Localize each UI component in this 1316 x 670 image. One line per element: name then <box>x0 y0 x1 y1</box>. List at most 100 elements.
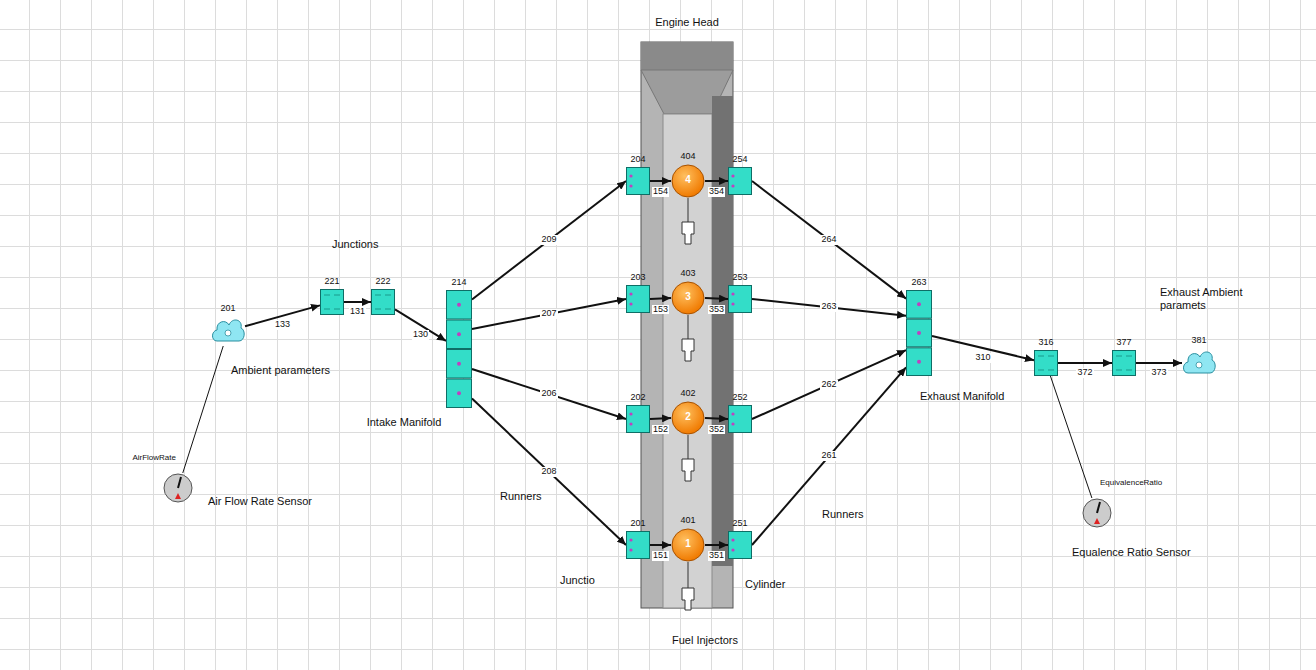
part-label: Junctio <box>560 574 595 587</box>
junction-box: 316 <box>1034 350 1058 376</box>
exhaust-port: 252 <box>728 405 752 433</box>
exhaust-port: 254 <box>728 167 752 195</box>
cylinder: 4011 <box>671 528 705 562</box>
pipe-connector <box>650 180 671 182</box>
manifold-icon <box>446 290 472 408</box>
junction-box: 222 <box>371 289 395 315</box>
node-label: 4 <box>685 174 691 186</box>
junction-icon <box>320 289 344 315</box>
callout-number: EquivalenceRatio <box>1100 478 1162 487</box>
callout-number: 207 <box>540 309 557 319</box>
sensor-gauge <box>163 473 193 503</box>
pipe-connector <box>472 369 626 419</box>
callout-number: 403 <box>680 268 695 278</box>
pipe-connector <box>650 544 671 546</box>
port-icon <box>626 405 650 433</box>
port-icon <box>728 405 752 433</box>
callout-number: 263 <box>911 277 926 287</box>
pipe-connector <box>705 180 728 182</box>
callout-number: 201 <box>630 518 645 528</box>
pipe-connector <box>650 418 671 419</box>
callout-number: 203 <box>630 272 645 282</box>
callout-number: 264 <box>820 235 837 245</box>
intake-port: 201 <box>626 531 650 559</box>
sensor-node: EquivalenceRatioEqualence Ratio Sensor <box>1082 498 1112 528</box>
part-label: Runners <box>500 490 542 503</box>
pipe-connector <box>705 544 728 546</box>
signal-line <box>183 346 223 473</box>
engine-head-body <box>641 42 733 608</box>
node-label: Engine Head <box>655 16 719 29</box>
callout-number: 222 <box>375 276 390 286</box>
callout-number: 381 <box>1191 335 1206 345</box>
port-icon <box>626 531 650 559</box>
pipe-connector <box>1058 362 1112 364</box>
pipe-connector <box>752 181 906 299</box>
junction-box: 221 <box>320 289 344 315</box>
pipe-connector <box>395 309 446 341</box>
callout-number: 206 <box>540 389 557 399</box>
ambient-node: 201Ambient parameters <box>211 316 245 346</box>
pipe-connector <box>650 298 671 299</box>
callout-number: 373 <box>1150 368 1167 378</box>
callout-number: 310 <box>974 353 991 363</box>
port-icon <box>728 285 752 313</box>
part-label: Runners <box>822 508 864 521</box>
exhaust-port: 253 <box>728 285 752 313</box>
part-label: Cylinder <box>745 578 785 591</box>
callout-number: 372 <box>1076 368 1093 378</box>
junction-icon <box>1034 350 1058 376</box>
callout-number: 401 <box>680 515 695 525</box>
callout-number: 251 <box>732 518 747 528</box>
pipe-connector <box>472 181 626 299</box>
callout-number: 151 <box>652 551 669 561</box>
callout-number: 261 <box>820 451 837 461</box>
callout-number: 404 <box>680 151 695 161</box>
cylinder: 4033 <box>671 281 705 315</box>
pipe-connector <box>1136 362 1182 364</box>
callout-number: 402 <box>680 388 695 398</box>
port-icon <box>626 167 650 195</box>
junction-box: 377 <box>1112 350 1136 376</box>
callout-number: 130 <box>412 330 429 340</box>
pipe-connector <box>705 298 728 299</box>
node-label: Ambient parameters <box>231 364 330 377</box>
callout-number: 153 <box>652 305 669 315</box>
callout-number: 221 <box>324 276 339 286</box>
pipe-connector <box>752 350 906 419</box>
callout-number: 254 <box>732 154 747 164</box>
port-icon <box>728 531 752 559</box>
ambient-cloud <box>1182 348 1216 378</box>
callout-number: 208 <box>540 467 557 477</box>
exhaust-port: 251 <box>728 531 752 559</box>
callout-number: 253 <box>732 272 747 282</box>
pipe-connector <box>472 299 626 329</box>
callout-number: 204 <box>630 154 645 164</box>
sensor-gauge <box>1082 498 1112 528</box>
node-label: Equalence Ratio Sensor <box>1072 546 1191 559</box>
intake-manifold: 214Intake Manifold <box>446 290 472 408</box>
callout-number: 262 <box>820 380 837 390</box>
callout-number: 252 <box>732 392 747 402</box>
pipe-connector <box>705 418 728 419</box>
junction-icon <box>371 289 395 315</box>
junction-icon <box>1112 350 1136 376</box>
callout-number: 263 <box>820 302 837 312</box>
callout-number: 351 <box>708 551 725 561</box>
node-label: Air Flow Rate Sensor <box>208 495 312 508</box>
callout-number: 316 <box>1038 337 1053 347</box>
pipe-connector <box>472 399 626 545</box>
port-icon <box>728 167 752 195</box>
part-label: Fuel Injectors <box>672 634 738 647</box>
exhaust-manifold: 263Exhaust Manifold <box>906 290 932 376</box>
node-label: Intake Manifold <box>367 416 442 429</box>
pipe-connector <box>752 299 906 316</box>
callout-number: 377 <box>1116 337 1131 347</box>
callout-number: 131 <box>349 307 366 317</box>
ambient-node: 381Exhaust Ambient paramets <box>1182 348 1216 378</box>
callout-number: 201 <box>220 303 235 313</box>
ambient-cloud <box>211 316 245 346</box>
